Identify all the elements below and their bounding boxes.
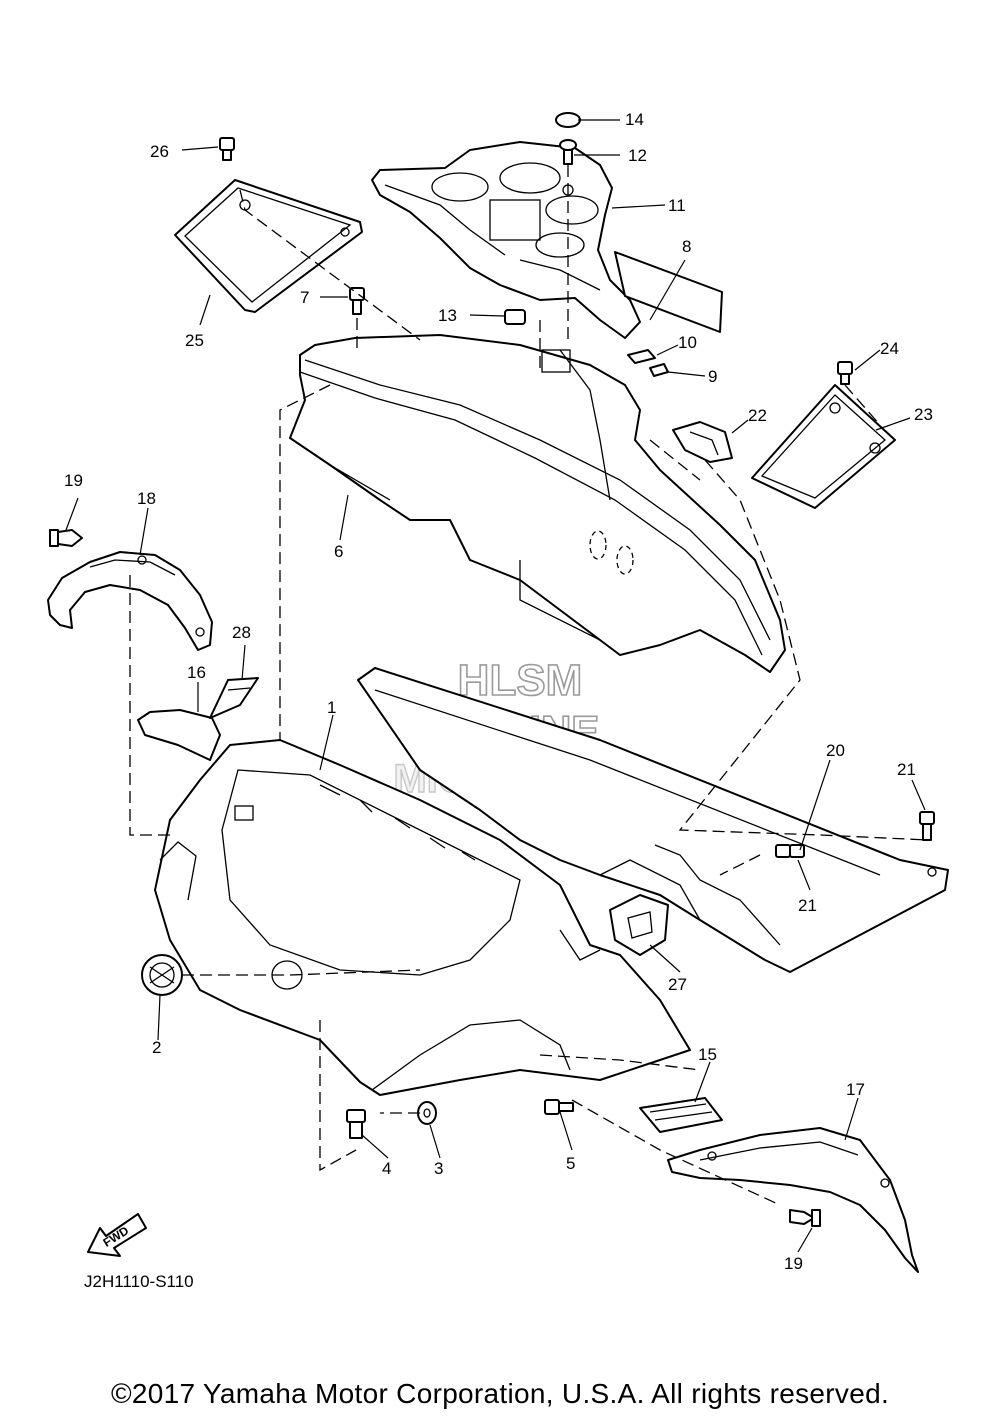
rivet-part-19-upper (49, 529, 83, 547)
screw-part-7 (349, 287, 365, 315)
callout-16: 16 (187, 663, 206, 682)
callout-labels: 26 14 12 11 8 7 13 10 9 25 24 22 23 6 19… (64, 110, 933, 1273)
rivet-part-21-lower (775, 844, 805, 858)
bolt-part-26 (219, 137, 235, 161)
watermark-line-1: HLSM (458, 656, 583, 705)
screw-part-12 (559, 139, 577, 165)
callout-20: 20 (826, 741, 845, 760)
callout-13: 13 (438, 306, 457, 325)
leader-lines (65, 119, 926, 1253)
callout-19-upper: 19 (64, 471, 83, 490)
reflector-part-15 (639, 1097, 723, 1133)
callout-25: 25 (185, 331, 204, 350)
callout-21-upper: 21 (897, 760, 916, 779)
latch-part-22 (672, 421, 733, 463)
side-panel-part-23 (751, 384, 896, 509)
callout-19-lower: 19 (784, 1254, 803, 1273)
bolt-part-24 (837, 361, 853, 385)
fwd-arrow-icon: FWD (87, 1213, 147, 1257)
cap-part-14 (555, 112, 581, 128)
callout-3: 3 (434, 1159, 443, 1178)
callout-24: 24 (880, 339, 899, 358)
diagram-code: J2H1110-S110 (84, 1272, 194, 1291)
callout-26: 26 (150, 142, 169, 161)
bolt-part-4 (346, 1109, 366, 1139)
grommet-part-2 (141, 954, 183, 996)
side-panel-part-25 (174, 179, 363, 313)
callout-5: 5 (566, 1154, 575, 1173)
callout-4: 4 (382, 1159, 391, 1178)
console-part-6 (289, 334, 786, 673)
storage-tray-part-11 (371, 141, 641, 339)
callout-28: 28 (232, 623, 251, 642)
callout-12: 12 (628, 146, 647, 165)
trim-part-16 (137, 709, 221, 761)
callout-8: 8 (682, 237, 691, 256)
pad-part-9 (649, 363, 669, 377)
callout-1: 1 (327, 698, 336, 717)
bracket-part-28 (209, 677, 259, 719)
washer-part-3 (417, 1101, 437, 1125)
pad-part-10 (627, 349, 656, 364)
callout-2: 2 (152, 1038, 161, 1057)
callout-23: 23 (914, 405, 933, 424)
assembly-lines (129, 165, 929, 1206)
callout-22: 22 (748, 406, 767, 425)
rivet-part-19-lower (789, 1209, 821, 1227)
screw-part-5 (544, 1099, 574, 1115)
callout-14: 14 (625, 110, 644, 129)
callout-7: 7 (300, 288, 309, 307)
callout-9: 9 (708, 367, 717, 386)
callout-11: 11 (668, 196, 686, 215)
callout-10: 10 (678, 333, 697, 352)
callout-17: 17 (846, 1080, 865, 1099)
clip-part-13 (504, 309, 526, 325)
callout-27: 27 (668, 975, 687, 994)
callout-18: 18 (137, 489, 156, 508)
callout-6: 6 (334, 542, 343, 561)
callout-15: 15 (698, 1045, 717, 1064)
fasteners (49, 112, 935, 1227)
rivet-part-21-upper (919, 811, 935, 841)
callout-21-lower: 21 (798, 896, 817, 915)
vent-part-27 (609, 894, 669, 956)
fender-part-17 (667, 1127, 919, 1273)
sticker-part-8 (614, 251, 723, 333)
fender-part-18 (47, 551, 213, 651)
copyright-notice: ©2017 Yamaha Motor Corporation, U.S.A. A… (110, 1378, 890, 1409)
bottom-panel-part-20 (357, 667, 949, 973)
